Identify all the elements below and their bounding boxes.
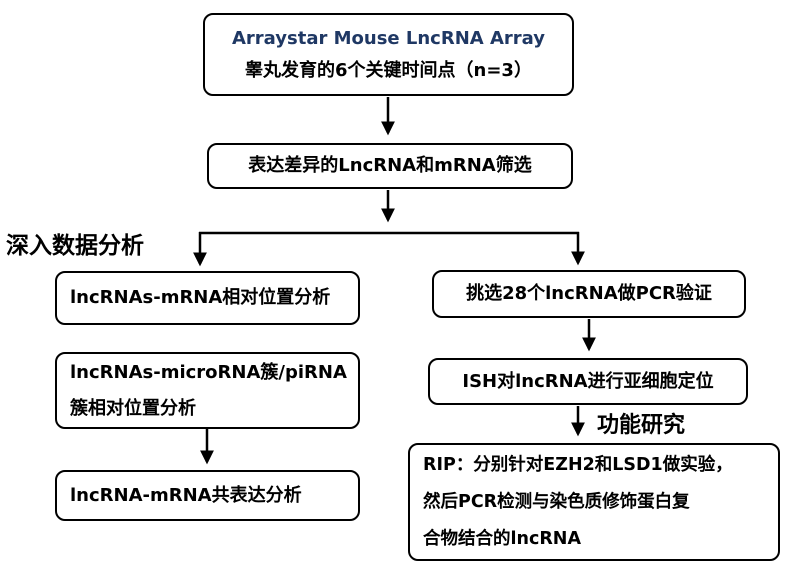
array-title: Arraystar Mouse LncRNA Array bbox=[232, 27, 545, 49]
position-analysis-box: lncRNAs-mRNA相对位置分析 bbox=[55, 271, 360, 325]
deep-analysis-heading: 深入数据分析 bbox=[6, 232, 144, 259]
function-study-heading: 功能研究 bbox=[597, 412, 686, 438]
position-analysis-label: lncRNAs-mRNA相对位置分析 bbox=[70, 287, 331, 309]
pcr-validation-label: 挑选28个lncRNA做PCR验证 bbox=[466, 283, 712, 305]
ish-localization-label: ISH对lncRNA进行亚细胞定位 bbox=[462, 370, 714, 392]
cluster-analysis-box: lncRNAs-microRNA簇/piRNA 簇相对位置分析 bbox=[55, 352, 360, 429]
array-subtitle: 睾丸发育的6个关键时间点（n=3） bbox=[245, 60, 532, 81]
rip-label: RIP：分别针对EZH2和LSD1做实验， 然后PCR检测与染色质修饰蛋白复 合… bbox=[423, 454, 733, 549]
ish-localization-box: ISH对lncRNA进行亚细胞定位 bbox=[428, 358, 748, 405]
cluster-analysis-label: lncRNAs-microRNA簇/piRNA 簇相对位置分析 bbox=[70, 361, 347, 419]
array-header-box: Arraystar Mouse LncRNA Array 睾丸发育的6个关键时间… bbox=[203, 13, 574, 96]
coexpression-box: lncRNA-mRNA共表达分析 bbox=[55, 470, 360, 521]
screening-label: 表达差异的LncRNA和mRNA筛选 bbox=[248, 155, 532, 177]
rip-box: RIP：分别针对EZH2和LSD1做实验， 然后PCR检测与染色质修饰蛋白复 合… bbox=[408, 443, 780, 561]
screening-box: 表达差异的LncRNA和mRNA筛选 bbox=[207, 143, 573, 189]
coexpression-label: lncRNA-mRNA共表达分析 bbox=[70, 484, 302, 506]
pcr-validation-box: 挑选28个lncRNA做PCR验证 bbox=[432, 270, 746, 318]
